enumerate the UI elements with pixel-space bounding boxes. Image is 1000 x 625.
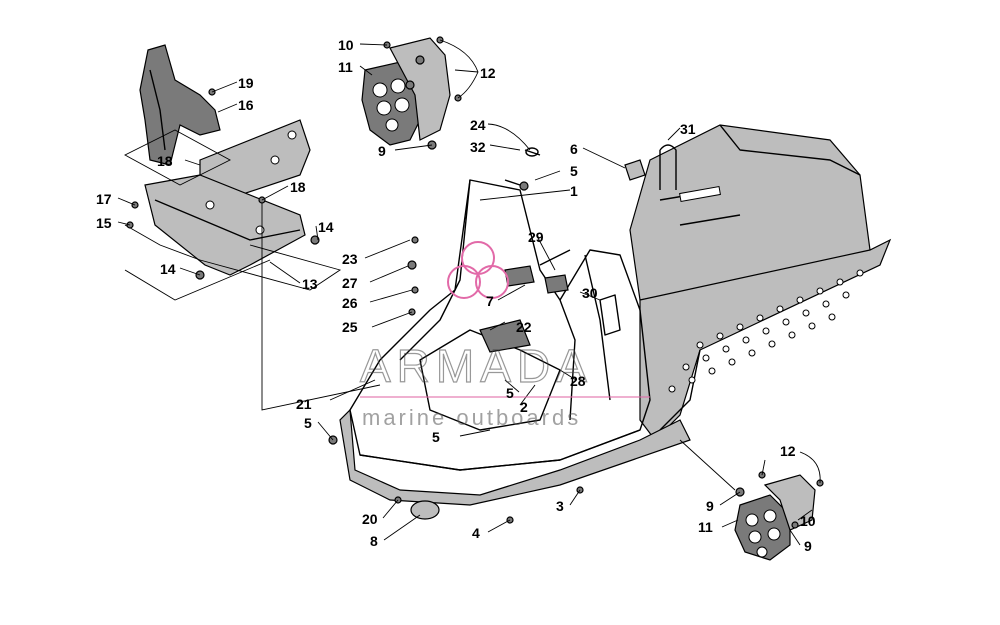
foot-hole bbox=[776, 305, 784, 313]
callout-3: 3 bbox=[556, 498, 564, 514]
callout-1: 1 bbox=[570, 183, 578, 199]
foot-hole bbox=[716, 332, 724, 340]
foot-hole bbox=[762, 327, 770, 335]
callout-2: 2 bbox=[520, 399, 528, 415]
callout-29: 29 bbox=[528, 229, 544, 245]
callout-20: 20 bbox=[362, 511, 378, 527]
foot-hole bbox=[722, 345, 730, 353]
foot-hole bbox=[842, 291, 850, 299]
callout-32: 32 bbox=[470, 139, 486, 155]
callout-14-right: 14 bbox=[318, 219, 334, 235]
callout-15: 15 bbox=[96, 215, 112, 231]
foot-hole bbox=[736, 323, 744, 331]
watermark-brand: ARMADA bbox=[360, 340, 593, 392]
foot-hole bbox=[828, 313, 836, 321]
running-board-right bbox=[639, 238, 892, 441]
callout-6: 6 bbox=[570, 141, 578, 157]
callout-27: 27 bbox=[342, 275, 358, 291]
callout-31: 31 bbox=[680, 121, 696, 137]
callout-30: 30 bbox=[582, 285, 598, 301]
callout-10-bottom: 10 bbox=[800, 513, 816, 529]
foot-hole bbox=[742, 336, 750, 344]
foot-hole bbox=[802, 309, 810, 317]
callout-11-top: 11 bbox=[338, 59, 353, 75]
callout-labels: 10 11 12 9 19 16 18 17 15 18 14 14 13 24… bbox=[96, 37, 816, 554]
foot-hole bbox=[702, 354, 710, 362]
foot-hole bbox=[682, 363, 690, 371]
foot-hole bbox=[668, 385, 676, 393]
callout-5-left: 5 bbox=[304, 415, 312, 431]
callout-14-left: 14 bbox=[160, 261, 176, 277]
watermark: ARMADA marine outboards bbox=[359, 241, 650, 430]
callout-9-bottom-left: 9 bbox=[706, 498, 714, 514]
callout-5-inner: 5 bbox=[506, 385, 514, 401]
callout-21: 21 bbox=[296, 396, 312, 412]
callout-26: 26 bbox=[342, 295, 358, 311]
leader-lines bbox=[117, 39, 821, 546]
foot-hole bbox=[796, 296, 804, 304]
callout-12-top: 12 bbox=[480, 65, 496, 81]
callout-24: 24 bbox=[470, 117, 486, 133]
front-bumper bbox=[339, 408, 691, 506]
callout-13: 13 bbox=[302, 276, 318, 292]
foot-hole bbox=[688, 376, 696, 384]
callout-8: 8 bbox=[370, 533, 378, 549]
callout-10-top: 10 bbox=[338, 37, 354, 53]
callout-18-right: 18 bbox=[290, 179, 306, 195]
foot-hole bbox=[816, 287, 824, 295]
steering-bracket-assembly bbox=[139, 44, 311, 276]
callout-22: 22 bbox=[516, 319, 532, 335]
foot-hole bbox=[708, 367, 716, 375]
callout-9-bottom-right: 9 bbox=[804, 538, 812, 554]
foot-hole bbox=[808, 322, 816, 330]
foot-hole bbox=[728, 358, 736, 366]
callout-17: 17 bbox=[96, 191, 112, 207]
callout-11-bottom: 11 bbox=[698, 519, 713, 535]
callout-28: 28 bbox=[570, 373, 586, 389]
callout-4: 4 bbox=[472, 525, 480, 541]
callout-23: 23 bbox=[342, 251, 358, 267]
watermark-logo bbox=[447, 241, 509, 299]
foot-hole bbox=[696, 341, 704, 349]
foot-hole bbox=[748, 349, 756, 357]
foot-hole bbox=[756, 314, 764, 322]
callout-5-upper: 5 bbox=[570, 163, 578, 179]
foot-hole bbox=[788, 331, 796, 339]
foot-hole bbox=[782, 318, 790, 326]
callout-9-top: 9 bbox=[378, 143, 386, 159]
foot-hole bbox=[768, 340, 776, 348]
assembly-outline bbox=[124, 129, 381, 411]
hardware bbox=[126, 36, 824, 529]
top-guard-assembly bbox=[361, 37, 451, 146]
callout-12-bottom: 12 bbox=[780, 443, 796, 459]
foot-hole bbox=[836, 278, 844, 286]
callout-19: 19 bbox=[238, 75, 254, 91]
callout-18-left: 18 bbox=[157, 153, 173, 169]
callout-5-center: 5 bbox=[432, 429, 440, 445]
callout-16: 16 bbox=[238, 97, 254, 113]
watermark-tagline: marine outboards bbox=[362, 405, 581, 430]
foot-hole bbox=[822, 300, 830, 308]
foot-hole bbox=[856, 269, 864, 277]
callout-7: 7 bbox=[486, 293, 494, 309]
callout-25: 25 bbox=[342, 319, 358, 335]
